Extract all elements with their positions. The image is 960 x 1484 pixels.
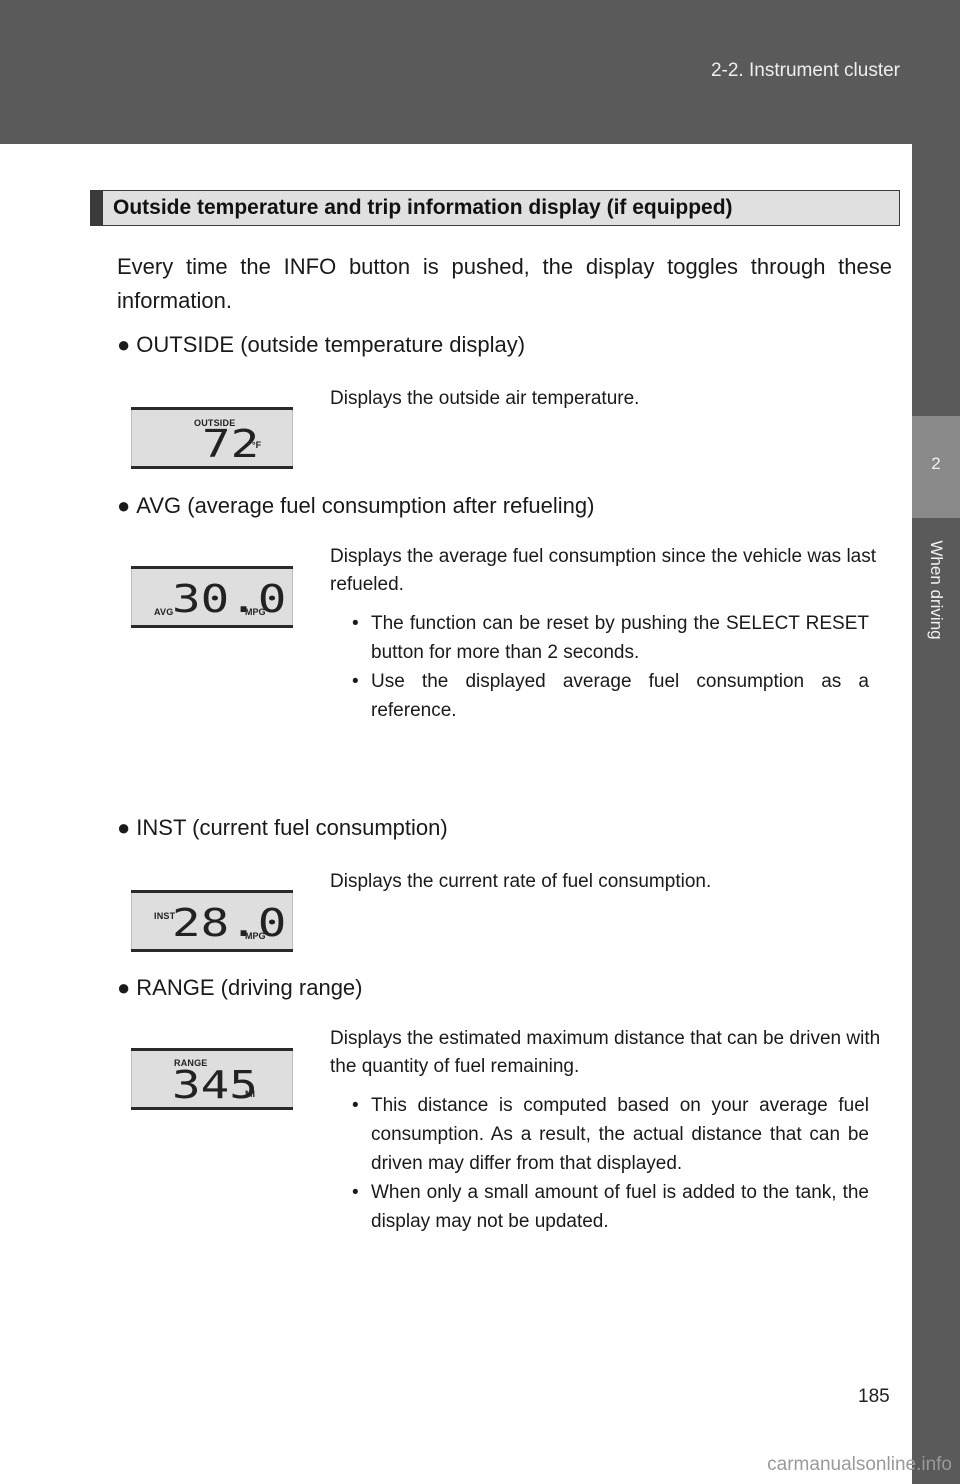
lcd-screen: INST 28.0 MPG: [131, 893, 293, 949]
bullet-avg: ●AVG (average fuel consumption after ref…: [117, 493, 594, 519]
section-heading: Outside temperature and trip information…: [90, 190, 900, 226]
note-item: When only a small amount of fuel is adde…: [330, 1178, 885, 1236]
intro-paragraph: Every time the INFO button is pushed, th…: [117, 254, 892, 313]
description-avg: Displays the average fuel consumption si…: [330, 543, 885, 725]
lcd-mode-label: INST: [154, 911, 176, 921]
chapter-number-box: 2: [912, 416, 960, 518]
lcd-bottom-bezel: [131, 1107, 293, 1110]
lcd-value: 30.0: [172, 577, 287, 621]
bullet-range: ●RANGE (driving range): [117, 975, 362, 1001]
page-number: 185: [858, 1386, 890, 1407]
lcd-top-bezel: [131, 566, 293, 569]
lcd-unit: MPG: [245, 931, 266, 941]
note-item: Use the displayed average fuel consumpti…: [330, 667, 885, 725]
lcd-top-bezel: [131, 890, 293, 893]
lcd-unit: MI: [245, 1089, 255, 1099]
lcd-screen: OUTSIDE 72 °F: [131, 410, 293, 466]
heading-accent-bar: [91, 191, 103, 225]
bullet-title: OUTSIDE (outside temperature display): [136, 332, 526, 357]
chapter-side-tab: [912, 144, 960, 1484]
chapter-number: 2: [931, 454, 941, 473]
lcd-screen: RANGE 345 MI: [131, 1051, 293, 1107]
page-header: 2-2. Instrument cluster: [0, 0, 960, 144]
lcd-unit: °F: [252, 440, 262, 450]
bullet-dot: ●: [117, 815, 131, 840]
description-text: Displays the current rate of fuel consum…: [330, 871, 712, 892]
lcd-top-bezel: [131, 1048, 293, 1051]
lcd-inst-display: INST 28.0 MPG: [131, 890, 293, 952]
lcd-mode-label: OUTSIDE: [194, 418, 236, 428]
lcd-range-display: RANGE 345 MI: [131, 1048, 293, 1110]
bullet-dot: ●: [117, 975, 131, 1000]
lcd-mode-label: AVG: [154, 607, 174, 617]
notes-list: The function can be reset by pushing the…: [330, 609, 885, 725]
bullet-title: RANGE (driving range): [136, 975, 363, 1000]
description-range: Displays the estimated maximum distance …: [330, 1025, 885, 1236]
description-inst: Displays the current rate of fuel consum…: [330, 868, 885, 896]
bullet-title: INST (current fuel consumption): [136, 815, 448, 840]
watermark: carmanualsonline.info: [767, 1454, 952, 1475]
lcd-mode-label: RANGE: [174, 1058, 208, 1068]
lcd-top-bezel: [131, 407, 293, 410]
lcd-screen: AVG 30.0 MPG: [131, 569, 293, 625]
lcd-avg-display: AVG 30.0 MPG: [131, 566, 293, 628]
bullet-dot: ●: [117, 493, 131, 518]
description-text: Displays the outside air temperature.: [330, 388, 640, 409]
lcd-value: 28.0: [172, 901, 287, 945]
lcd-bottom-bezel: [131, 949, 293, 952]
description-text: Displays the estimated maximum distance …: [330, 1028, 881, 1077]
bullet-title: AVG (average fuel consumption after refu…: [136, 493, 595, 518]
lcd-bottom-bezel: [131, 466, 293, 469]
description-outside: Displays the outside air temperature.: [330, 385, 885, 413]
heading-text: Outside temperature and trip information…: [113, 196, 733, 219]
note-item: The function can be reset by pushing the…: [330, 609, 885, 667]
lcd-outside-display: OUTSIDE 72 °F: [131, 407, 293, 469]
note-item: This distance is computed based on your …: [330, 1091, 885, 1178]
notes-list: This distance is computed based on your …: [330, 1091, 885, 1236]
lcd-bottom-bezel: [131, 625, 293, 628]
bullet-outside: ●OUTSIDE (outside temperature display): [117, 332, 525, 358]
section-title: 2-2. Instrument cluster: [710, 60, 900, 81]
bullet-dot: ●: [117, 332, 131, 357]
bullet-inst: ●INST (current fuel consumption): [117, 815, 448, 841]
lcd-value: 72: [202, 422, 260, 466]
lcd-unit: MPG: [245, 607, 266, 617]
description-text: Displays the average fuel consumption si…: [330, 546, 877, 595]
lcd-value: 345: [172, 1063, 258, 1107]
chapter-label: When driving: [927, 540, 946, 640]
